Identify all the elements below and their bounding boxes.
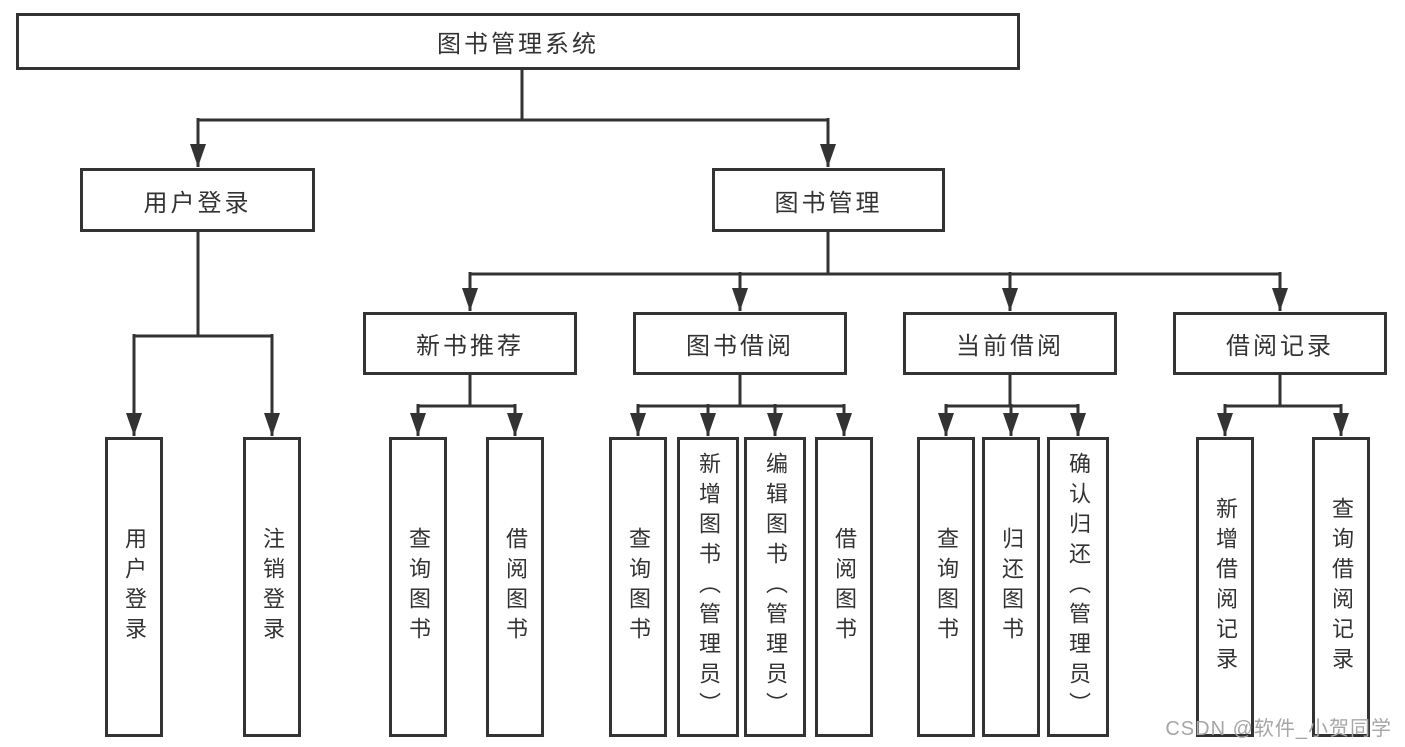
node-book-management-system: 图书管理系统 (16, 13, 1020, 70)
node-edit-book-admin: 编辑图书（管理员） (744, 437, 806, 737)
node-user-login: 用户登录 (80, 168, 315, 232)
node-confirm-return-admin: 确认归还（管理员） (1047, 437, 1109, 737)
node-query-books-current: 查询图书 (917, 437, 975, 737)
node-new-book-recommend: 新书推荐 (363, 312, 577, 375)
node-query-books-recommend: 查询图书 (389, 437, 447, 737)
node-add-book-admin: 新增图书（管理员） (677, 437, 739, 737)
node-user-login-leaf: 用户登录 (105, 437, 163, 737)
node-borrow-books: 借阅图书 (815, 437, 873, 737)
node-current-borrowing: 当前借阅 (903, 312, 1117, 375)
node-return-book: 归还图书 (982, 437, 1040, 737)
csdn-watermark: CSDN @软件_小贺同学 (1165, 718, 1392, 740)
node-borrowing-records: 借阅记录 (1173, 312, 1387, 375)
node-add-borrow-record: 新增借阅记录 (1196, 437, 1254, 737)
node-book-management: 图书管理 (712, 168, 945, 232)
node-book-borrowing: 图书借阅 (633, 312, 847, 375)
node-borrow-books-recommend: 借阅图书 (486, 437, 544, 737)
node-query-books-borrowing: 查询图书 (609, 437, 667, 737)
node-query-borrow-record: 查询借阅记录 (1312, 437, 1370, 737)
node-logout: 注销登录 (243, 437, 301, 737)
